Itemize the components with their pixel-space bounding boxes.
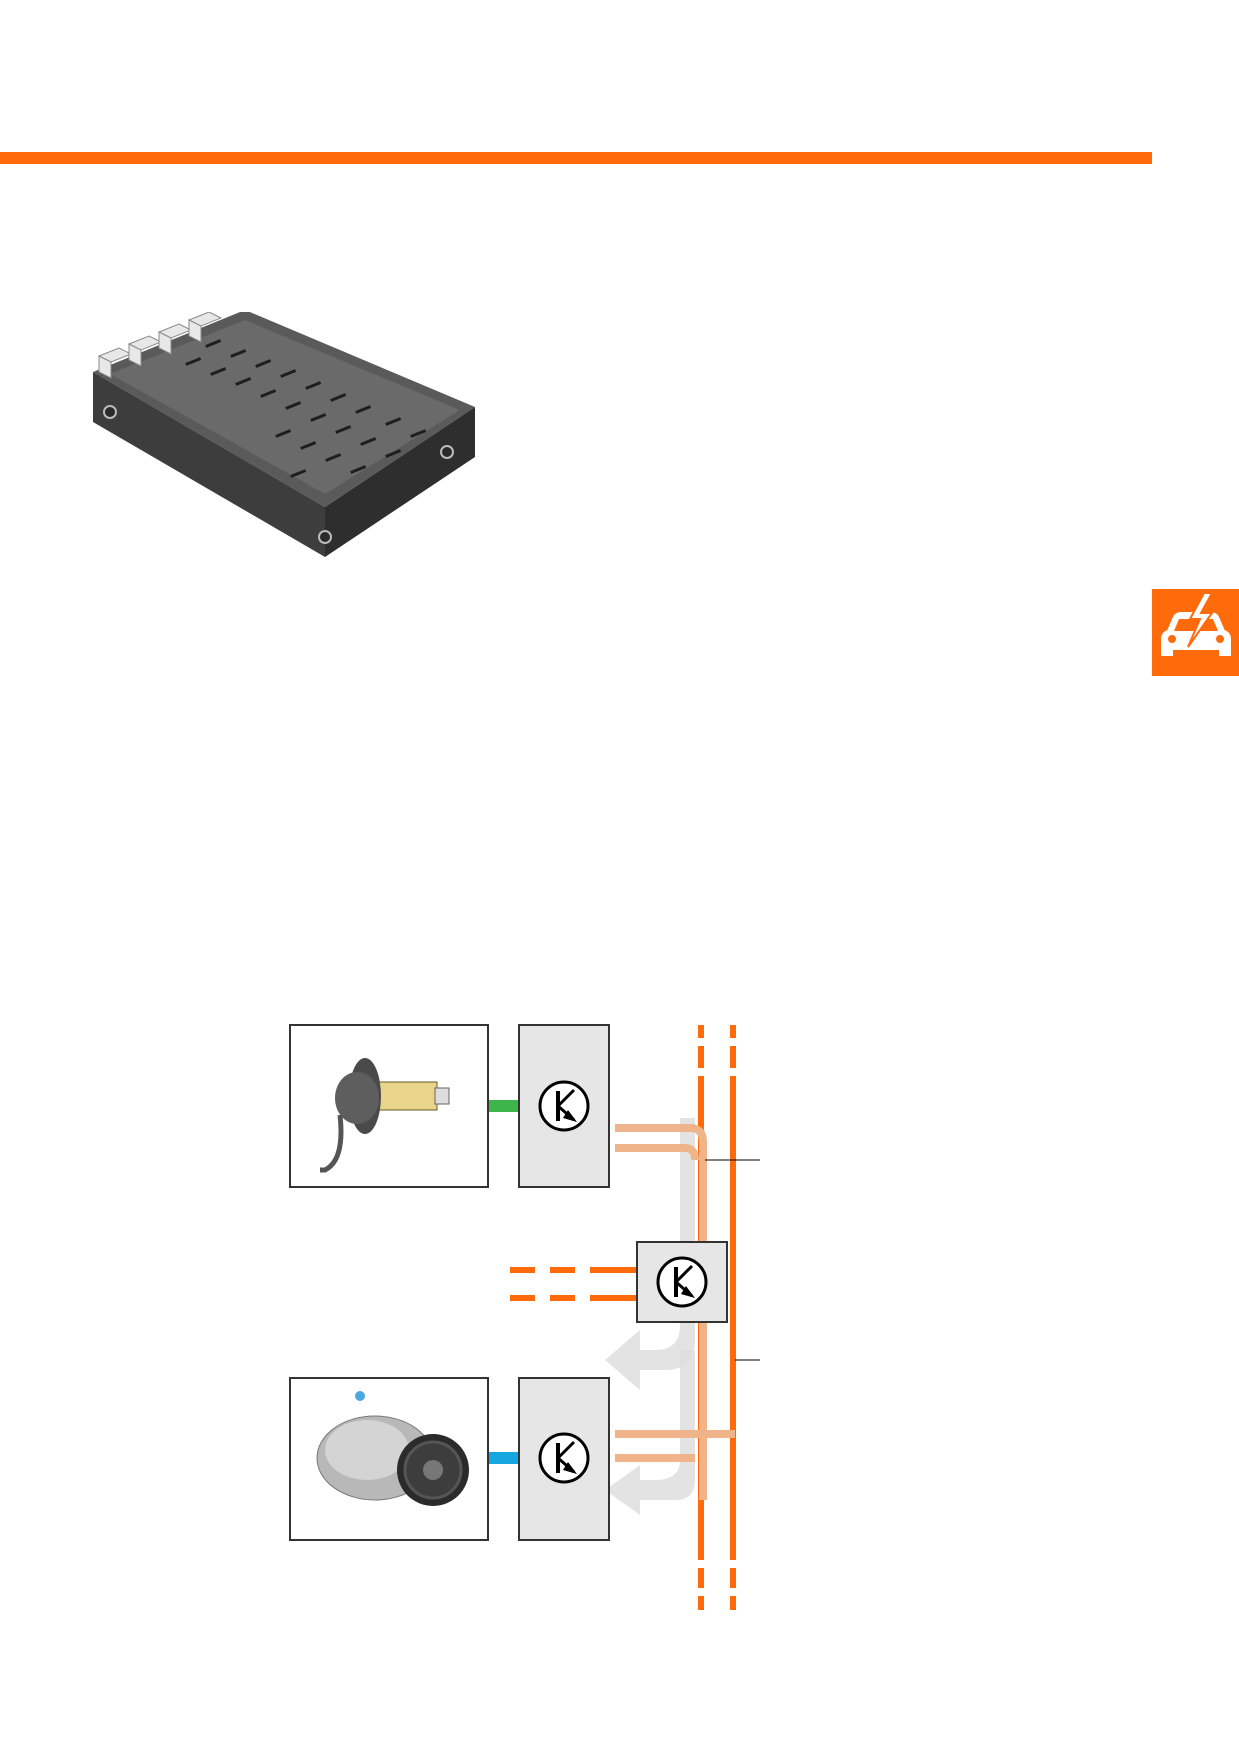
transistor-symbol-icon (538, 1432, 590, 1484)
gateway-links (510, 1267, 637, 1301)
control-unit-image (85, 312, 480, 582)
ac-compressor-image (316, 1391, 469, 1506)
section-tab[interactable] (1152, 589, 1239, 676)
bus-network-diagram (285, 1020, 785, 1610)
transistor-symbol-icon (656, 1256, 708, 1308)
compressor-signal-line (489, 1452, 519, 1464)
car-electrical-icon (1152, 589, 1239, 676)
signal-flow-arrow (605, 1350, 695, 1515)
transistor-symbol-icon (538, 1080, 590, 1132)
sensor-image (320, 1058, 450, 1173)
sensor-signal-line (489, 1100, 519, 1112)
header-accent-bar (0, 152, 1152, 164)
